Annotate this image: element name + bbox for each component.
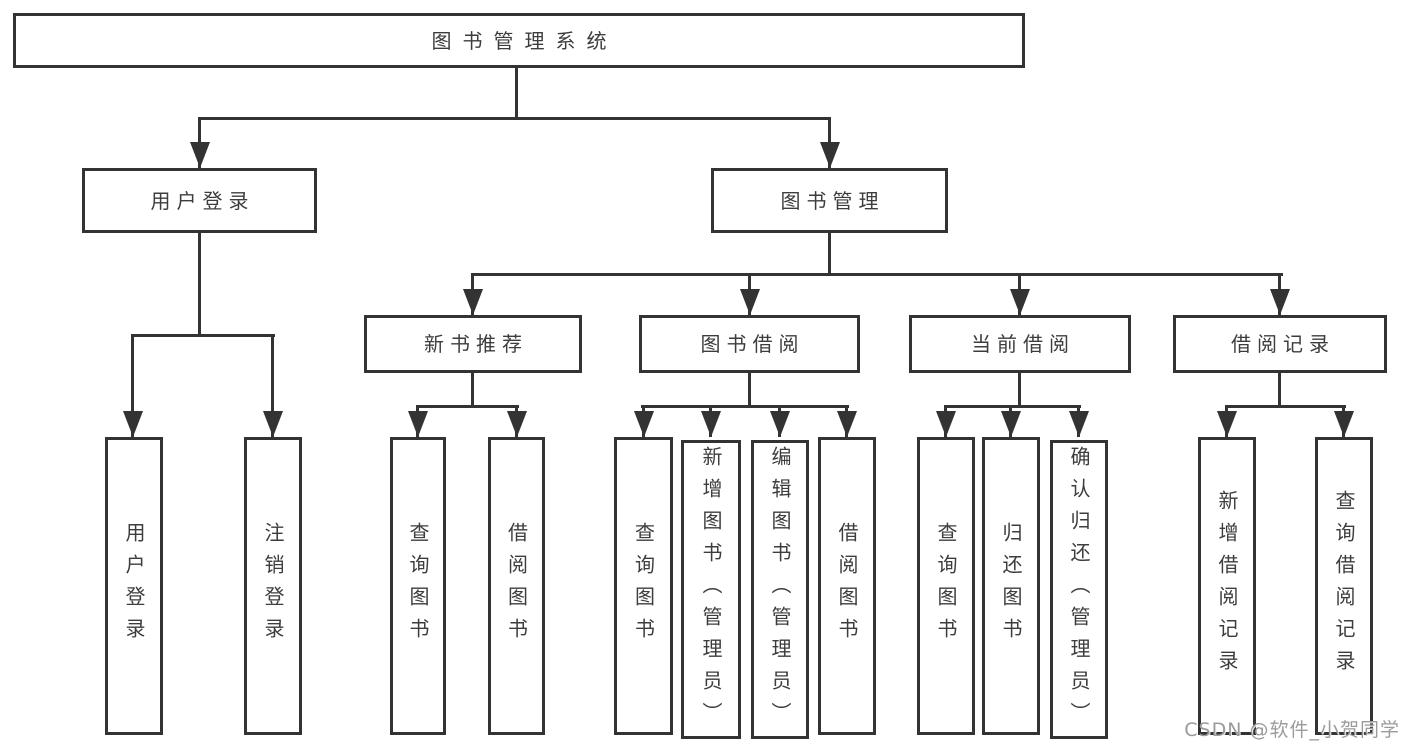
node-label: 用户登录 [150,188,255,213]
csdn-watermark: CSDN @软件_小贺同学 [1184,719,1400,741]
connector-line [471,373,474,408]
arrow-down-icon [1334,411,1354,437]
node-library-management-system: 图书管理系统 [13,13,1025,68]
node-label: 当前借阅 [971,332,1075,356]
arrow-down-icon [820,142,840,168]
node-label: 确认归还（管理员） [1067,445,1091,734]
arrow-down-icon [837,411,857,437]
node-label: 图书管理系统 [431,28,618,53]
connector-line [1225,405,1346,408]
connector-line [748,373,751,408]
node-label: 查询图书 [406,522,430,650]
node-leaf-return-books: 归还图书 [982,437,1040,735]
node-label: 新增图书（管理员） [699,445,723,734]
connector-line [416,405,519,408]
node-leaf-add-borrow-record: 新增借阅记录 [1198,437,1256,735]
node-leaf-logout: 注销登录 [244,437,302,735]
connector-line [944,405,1081,408]
node-book-management: 图书管理 [711,168,948,233]
arrow-down-icon [740,289,760,315]
node-label: 归还图书 [999,522,1023,650]
arrow-down-icon [190,142,210,168]
node-label: 新增借阅记录 [1215,490,1239,682]
node-leaf-edit-books-admin: 编辑图书（管理员） [751,440,809,739]
connector-line [1278,373,1281,408]
connector-line [271,335,274,437]
connector-line [198,117,831,120]
node-leaf-query-borrow-record: 查询借阅记录 [1315,437,1373,735]
node-label: 新书推荐 [424,332,528,356]
node-label: 编辑图书（管理员） [768,445,792,734]
node-label: 借阅图书 [835,522,859,650]
node-label: 借阅图书 [504,522,529,650]
node-label: 查询借阅记录 [1332,490,1356,682]
node-leaf-add-books-admin: 新增图书（管理员） [681,440,741,739]
arrow-down-icon [123,411,143,437]
arrow-down-icon [263,411,283,437]
connector-line [198,233,201,337]
node-leaf-query-books-recommend: 查询图书 [390,437,446,735]
arrow-down-icon [1001,411,1021,437]
arrow-down-icon [463,289,483,315]
node-label: 图书管理 [780,188,885,213]
arrow-down-icon [701,411,721,437]
node-leaf-borrow-books-recommend: 借阅图书 [488,437,545,735]
arrow-down-icon [408,411,428,437]
node-label: 查询图书 [631,522,656,650]
node-leaf-confirm-return-admin: 确认归还（管理员） [1050,440,1108,739]
node-book-borrowing: 图书借阅 [639,315,860,373]
arrow-down-icon [1010,289,1030,315]
connector-line [828,233,831,276]
connector-line [471,273,1283,276]
connector-line [515,68,518,118]
node-label: 图书借阅 [700,332,805,356]
connector-line [131,335,134,437]
node-borrowing-records: 借阅记录 [1173,315,1387,373]
node-leaf-query-books-borrowing: 查询图书 [614,437,673,735]
node-label: 借阅记录 [1231,332,1335,356]
arrow-down-icon [507,411,527,437]
connector-line [131,334,275,337]
node-leaf-borrow-books: 借阅图书 [818,437,876,735]
arrow-down-icon [1069,411,1089,437]
node-label: 用户登录 [122,522,146,650]
node-current-borrowing: 当前借阅 [909,315,1131,373]
arrow-down-icon [770,411,790,437]
node-label: 注销登录 [261,522,285,650]
arrow-down-icon [1270,289,1290,315]
connector-line [1018,373,1021,408]
node-leaf-user-login: 用户登录 [105,437,163,735]
node-label: 查询图书 [934,522,958,650]
connector-line [641,405,849,408]
node-user-login: 用户登录 [82,168,317,233]
arrow-down-icon [1217,411,1237,437]
node-leaf-query-books-current: 查询图书 [917,437,975,735]
node-new-book-recommend: 新书推荐 [364,315,582,373]
arrow-down-icon [634,411,654,437]
arrow-down-icon [936,411,956,437]
